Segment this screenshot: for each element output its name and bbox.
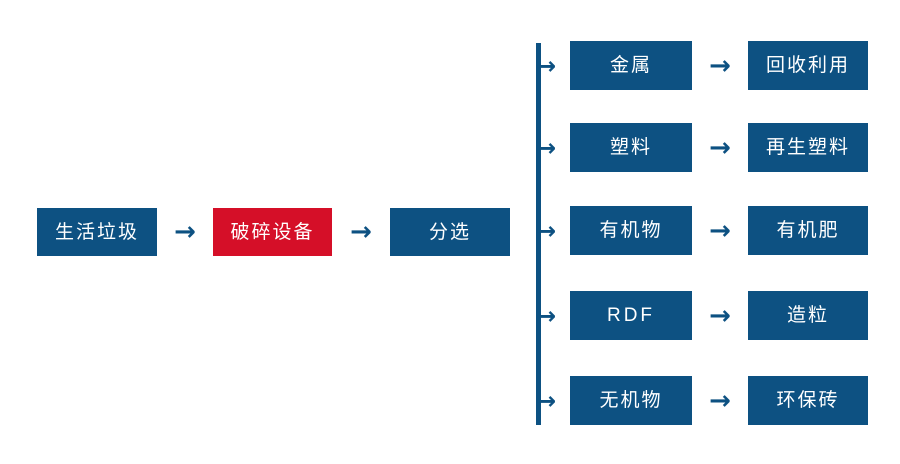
branch-arrow-rdf: → [536,301,557,330]
node-product-inorganic[interactable]: 环保砖 [748,376,868,425]
node-product-rdf[interactable]: 造粒 [748,291,868,340]
node-product-metal[interactable]: 回收利用 [748,41,868,90]
node-material-plastic[interactable]: 塑料 [570,123,692,172]
arrow-rdf-to-product: → [709,300,731,331]
node-domestic-waste[interactable]: 生活垃圾 [37,208,157,256]
node-material-inorganic[interactable]: 无机物 [570,376,692,425]
arrow-crusher-to-sorting: → [350,217,372,247]
arrow-organic-to-product: → [709,215,731,246]
node-material-metal[interactable]: 金属 [570,41,692,90]
branch-arrow-inorganic: → [536,386,557,415]
node-product-organic[interactable]: 有机肥 [748,206,868,255]
branch-arrow-metal: → [536,51,557,80]
arrow-plastic-to-product: → [709,132,731,163]
branch-arrow-plastic: → [536,133,557,162]
node-product-plastic[interactable]: 再生塑料 [748,123,868,172]
arrow-inorganic-to-product: → [709,385,731,416]
node-crushing-equipment[interactable]: 破碎设备 [213,208,332,256]
arrow-metal-to-product: → [709,50,731,81]
node-sorting[interactable]: 分选 [390,208,510,256]
arrow-waste-to-crusher: → [174,217,196,247]
branch-arrow-organic: → [536,216,557,245]
node-material-organic[interactable]: 有机物 [570,206,692,255]
node-material-rdf[interactable]: RDF [570,291,692,340]
branch-trunk-line [536,43,541,425]
